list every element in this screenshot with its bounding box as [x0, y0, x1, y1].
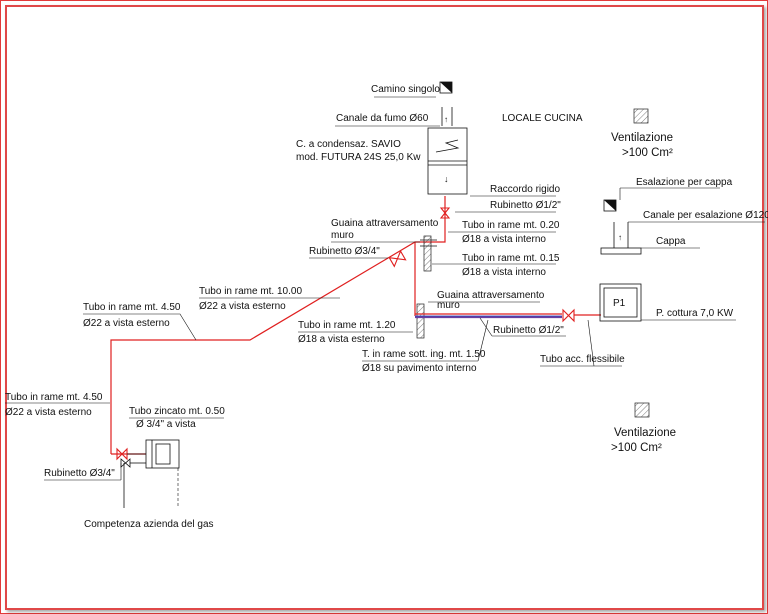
- gas-meter-symbol: [145, 439, 180, 469]
- label-sott-b: Ø18 su pavimento interno: [362, 363, 477, 374]
- label-tubo020-a: Tubo in rame mt. 0.20: [462, 220, 560, 231]
- label-zincato-b: Ø 3/4" a vista: [136, 419, 196, 430]
- label-caldaia-1: C. a condensaz. SAVIO: [296, 139, 401, 150]
- label-tubo450a-a: Tubo in rame mt. 4.50: [83, 302, 181, 313]
- label-tubo015-a: Tubo in rame mt. 0.15: [462, 253, 560, 264]
- label-vent2-b: >100 Cm²: [611, 442, 662, 454]
- svg-text:↓: ↓: [444, 174, 449, 184]
- inner-frame: [5, 5, 764, 610]
- label-esalazione: Esalazione per cappa: [636, 177, 733, 188]
- label-locale-cucina: LOCALE CUCINA: [502, 113, 583, 124]
- label-canale-fumo: Canale da fumo Ø60: [336, 113, 429, 124]
- label-competenza: Competenza azienda del gas: [84, 519, 214, 530]
- label-tubo120-b: Ø18 a vista esterno: [298, 334, 385, 345]
- label-rubinetto-12-top: Rubinetto Ø1/2": [490, 200, 561, 211]
- boiler-symbol: ↓: [427, 127, 468, 195]
- valve-icon-34-mid: [388, 249, 407, 268]
- label-p1: P1: [613, 298, 626, 309]
- hood-exhaust-icon: [603, 199, 617, 212]
- label-tubo015-b: Ø18 a vista interno: [462, 267, 546, 278]
- label-rubinetto-12-bot: Rubinetto Ø1/2": [493, 325, 564, 336]
- label-guaina1-a: Guaina attraversamento: [331, 218, 439, 229]
- label-raccordo: Raccordo rigido: [490, 184, 560, 195]
- ventilation-icon-1: [633, 108, 649, 124]
- label-rubinetto-34-mid: Rubinetto Ø3/4": [309, 246, 380, 257]
- svg-text:↑: ↑: [444, 115, 448, 124]
- competence-boundary: [123, 463, 179, 508]
- label-tubo450a-b: Ø22 a vista esterno: [83, 318, 170, 329]
- label-vent1-a: Ventilazione: [611, 132, 673, 144]
- floor-pipe: [415, 313, 562, 319]
- valve-icon-34-bot: [116, 447, 131, 468]
- label-camino: Camino singolo: [371, 84, 440, 95]
- label-guaina1-b: muro: [331, 230, 354, 241]
- label-sott-a: T. in rame sott. ing. mt. 1.50: [362, 349, 486, 360]
- label-guaina2-b: muro: [437, 300, 460, 311]
- svg-text:↑: ↑: [618, 233, 622, 242]
- label-tubo-flex: Tubo acc. flessibile: [540, 354, 625, 365]
- label-rubinetto-34-bot: Rubinetto Ø3/4": [44, 468, 115, 479]
- valve-icon-12-bot: [562, 308, 575, 323]
- valve-icon-boiler: [439, 207, 451, 219]
- hood-symbol: ↑: [600, 222, 642, 255]
- label-cottura: P. cottura 7,0 KW: [656, 308, 734, 319]
- wall-sleeve-1: [420, 235, 437, 272]
- label-zincato-a: Tubo zincato mt. 0.50: [129, 406, 225, 417]
- label-guaina2-a: Guaina attraversamento: [437, 290, 545, 301]
- label-cappa: Cappa: [656, 236, 686, 247]
- label-tubo1000-a: Tubo in rame mt. 10.00: [199, 286, 302, 297]
- flue-pipe: ↑: [441, 107, 453, 126]
- label-canale-esal: Canale per esalazione Ø120: [643, 210, 768, 221]
- label-caldaia-2: mod. FUTURA 24S 25,0 Kw: [296, 152, 421, 163]
- label-tubo450b-a: Tubo in rame mt. 4.50: [5, 392, 103, 403]
- label-tubo020-b: Ø18 a vista interno: [462, 234, 546, 245]
- label-vent1-b: >100 Cm²: [622, 147, 673, 159]
- label-tubo450b-b: Ø22 a vista esterno: [5, 407, 92, 418]
- hob-symbol: [599, 283, 642, 322]
- chimney-symbol: [439, 81, 453, 94]
- ventilation-icon-2: [634, 402, 650, 418]
- wall-sleeve-2: [416, 303, 425, 339]
- label-tubo120-a: Tubo in rame mt. 1.20: [298, 320, 396, 331]
- label-tubo1000-b: Ø22 a vista esterno: [199, 301, 286, 312]
- label-vent2-a: Ventilazione: [614, 427, 676, 439]
